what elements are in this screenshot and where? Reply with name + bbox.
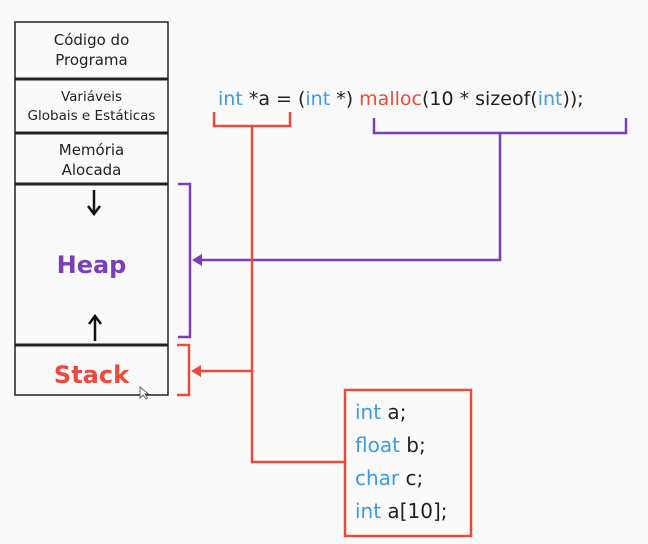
decl-to-stack-line <box>250 126 345 464</box>
stack-var-rest: b; <box>399 433 426 457</box>
code-segment-line2: Programa <box>55 51 128 69</box>
code-segment-label: Código do Programa <box>15 30 168 70</box>
alloc-segment-line2: Alocada <box>61 161 122 179</box>
memory-column <box>14 21 169 396</box>
stack-var-0: int a; <box>355 396 447 429</box>
heap-up-arrow-head <box>88 313 102 325</box>
stack-vars-list: int a; float b; char c; int a[10]; <box>355 396 447 528</box>
globals-segment-label: Variáveis Globais e Estáticas <box>15 88 168 126</box>
stack-var-3: int a[10]; <box>355 495 447 528</box>
stack-var-type: float <box>355 433 400 457</box>
stack-bracket <box>177 343 191 397</box>
stack-label: Stack <box>53 361 130 389</box>
code-fn-malloc: malloc <box>359 88 422 110</box>
alloc-segment-label: Memória Alocada <box>15 140 168 180</box>
stack-var-1: float b; <box>355 429 447 462</box>
code-kw-int-1: int <box>218 88 243 110</box>
malloc-code-line: int *a = (int *) malloc(10 * sizeof(int)… <box>218 88 584 110</box>
code-args: (10 * sizeof( <box>421 88 538 110</box>
heap-bracket <box>178 182 192 339</box>
code-kw-int-3: int <box>537 88 563 110</box>
heap-arrow-head <box>192 254 202 266</box>
stack-var-rest: c; <box>399 466 424 490</box>
stack-var-rest: a; <box>381 400 407 424</box>
stack-var-2: char c; <box>355 462 447 495</box>
stack-vars-box <box>343 388 473 538</box>
mouse-cursor-icon <box>139 386 150 400</box>
code-segment-line1: Código do <box>53 31 130 49</box>
stack-var-type: char <box>355 466 400 490</box>
code-kw-int-2: int <box>305 88 331 110</box>
stack-var-type: int <box>355 400 382 424</box>
malloc-to-heap-line <box>200 133 502 262</box>
heap-label: Heap <box>56 251 127 279</box>
globals-segment-line1: Variáveis <box>60 89 123 105</box>
code-cast-close: *) <box>330 88 360 110</box>
stack-var-rest: a[10]; <box>381 499 448 523</box>
heap-down-arrow-head <box>87 205 101 217</box>
alloc-segment-line1: Memória <box>58 141 125 159</box>
code-declaration: *a = ( <box>242 88 306 110</box>
malloc-bracket <box>372 118 628 135</box>
stack-var-type: int <box>355 499 382 523</box>
stack-arrow-head <box>191 365 201 377</box>
code-end: )); <box>562 88 584 110</box>
globals-segment-line2: Globais e Estáticas <box>27 108 156 124</box>
pointer-decl-bracket <box>212 112 292 128</box>
